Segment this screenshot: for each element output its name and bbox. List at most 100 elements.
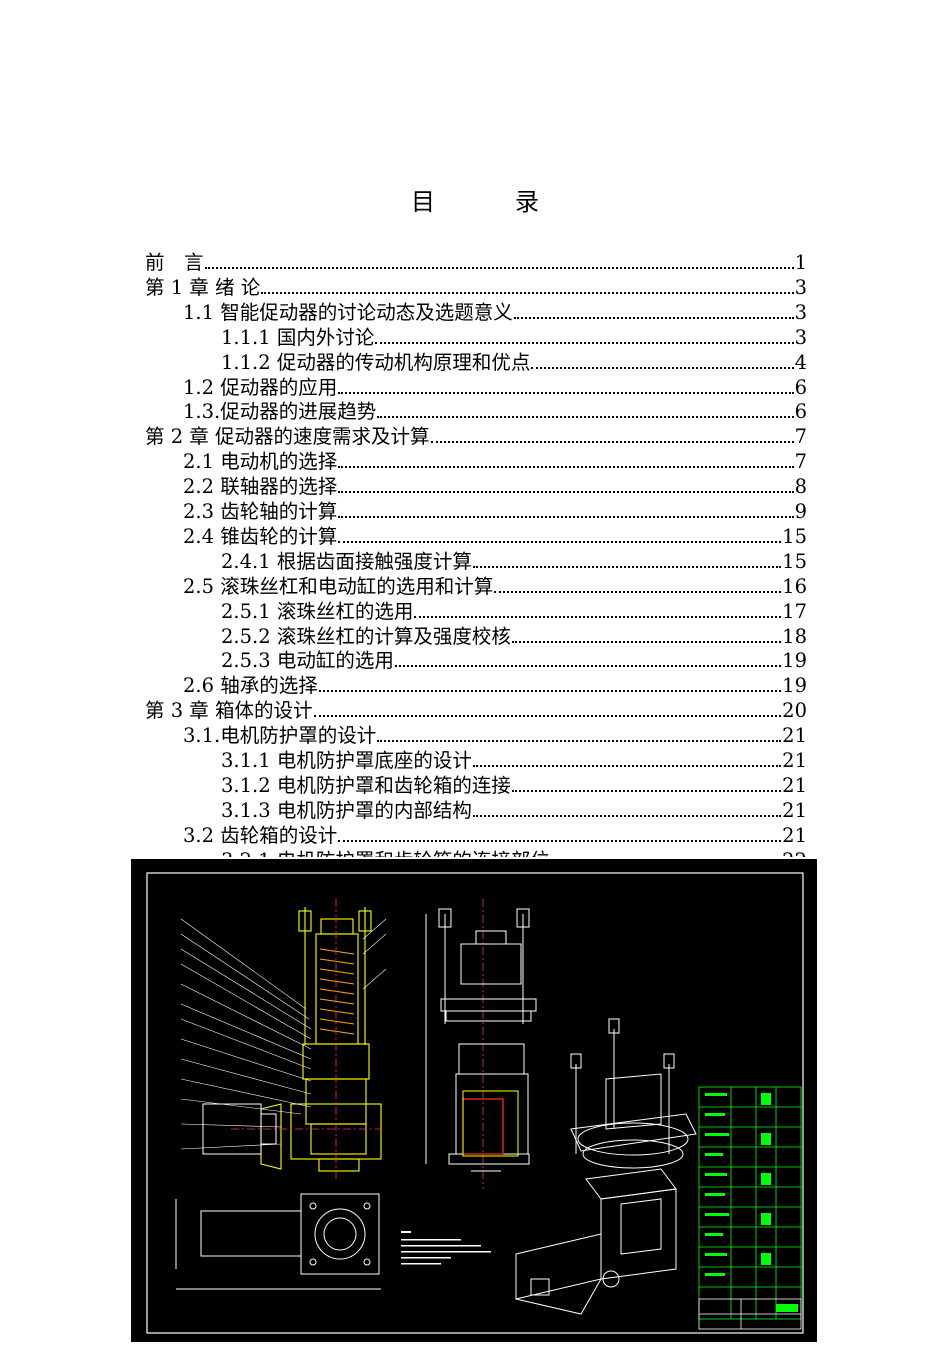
toc-entry-label: 2.1 电动机的选择 [183, 450, 338, 474]
toc-entry-label: 2.5.1 滚珠丝杠的选用 [221, 599, 414, 623]
toc-entry-label: 2.4.1 根据齿面接触强度计算 [221, 549, 472, 573]
parts-list-text [705, 1093, 798, 1312]
toc-entry[interactable]: 第 3 章 箱体的设计 20 [145, 698, 807, 723]
toc-entry-page: 17 [782, 599, 807, 623]
toc-leader-dots [338, 474, 794, 494]
toc-entry-page: 15 [782, 549, 807, 573]
isometric-view [515, 1018, 697, 1315]
motor-side [202, 1103, 277, 1155]
toc-entry-label: 3.1.3 电机防护罩的内部结构 [221, 798, 472, 822]
toc-leader-dots [338, 449, 794, 469]
toc-title: 目 录 [411, 188, 567, 216]
toc-entry-label: 2.4 锥齿轮的计算 [183, 524, 338, 548]
toc-entry[interactable]: 2.4 锥齿轮的计算 15 [183, 524, 807, 549]
toc-entry-label: 前 言 [145, 251, 204, 274]
toc-entry[interactable]: 2.4.1 根据齿面接触强度计算 15 [221, 549, 807, 574]
toc-entry-label: 第 2 章 促动器的速度需求及计算 [145, 425, 430, 449]
toc-leader-dots [338, 823, 782, 842]
toc-entry-label: 2.2 联轴器的选择 [183, 475, 338, 499]
toc-entry[interactable]: 2.5 滚珠丝杠和电动缸的选用和计算 16 [183, 574, 807, 599]
toc-leader-dots [338, 499, 794, 518]
toc-entry-label: 2.6 轴承的选择 [183, 674, 318, 698]
toc-entry[interactable]: 2.6 轴承的选择 19 [183, 673, 807, 698]
toc-entry-label: 1.2 促动器的应用 [183, 375, 338, 399]
toc-entry[interactable]: 3.1.1 电机防护罩底座的设计 21 [221, 748, 807, 773]
toc-entry[interactable]: 3.1.2 电机防护罩和齿轮箱的连接 21 [221, 773, 807, 798]
cad-drawing [129, 857, 819, 1344]
toc-entry[interactable]: 2.5.1 滚珠丝杠的选用 17 [221, 599, 807, 624]
toc-entry-label: 2.5.2 滚珠丝杠的计算及强度校核 [221, 624, 511, 648]
toc-entry-page: 8 [794, 475, 807, 499]
toc-entry[interactable]: 1.2 促动器的应用 6 [183, 375, 807, 400]
toc-leader-dots [261, 275, 794, 294]
toc-entry-page: 3 [794, 275, 807, 299]
toc-entry[interactable]: 第 1 章 绪 论 3 [145, 275, 807, 300]
toc-leader-dots [414, 599, 782, 618]
toc-entry-page: 19 [782, 674, 807, 698]
toc-entry-page: 7 [794, 450, 807, 474]
toc-entry-page: 7 [794, 425, 807, 449]
toc-entry-label: 第 1 章 绪 论 [145, 275, 261, 299]
toc-leader-dots [511, 773, 782, 792]
toc-entry-label: 3.2 齿轮箱的设计 [183, 823, 338, 847]
toc-entry-page: 1 [794, 251, 807, 274]
toc-leader-dots [494, 574, 782, 593]
toc-entry-page: 6 [794, 375, 807, 399]
toc-entry-page: 21 [782, 773, 807, 797]
toc-entry-label: 第 3 章 箱体的设计 [145, 699, 313, 723]
toc-entry-label: 3.2.1 电机防护罩和齿轮箱的连接部位 [221, 848, 550, 859]
toc-entry-label: 3.1.1 电机防护罩底座的设计 [221, 749, 472, 772]
toc-entry-page: 16 [782, 574, 807, 598]
toc-entry-page: 19 [782, 649, 807, 673]
toc-leader-dots [377, 399, 794, 419]
toc-entry[interactable]: 3.2 齿轮箱的设计 21 [183, 823, 807, 848]
toc-leader-dots [472, 748, 782, 767]
toc-entry-page: 21 [782, 823, 807, 847]
toc-leader-dots [204, 250, 794, 269]
toc-entry-page: 20 [782, 699, 807, 723]
toc-leader-dots [472, 798, 782, 817]
toc-entry[interactable]: 1.1.1 国内外讨论 3 [221, 325, 807, 350]
toc-entry-label: 3.1.电机防护罩的设计 [183, 724, 377, 748]
toc-entry-page: 22 [782, 848, 807, 859]
toc-entry-label: 2.5 滚珠丝杠和电动缸的选用和计算 [183, 574, 494, 598]
toc-entry-label: 3.1.2 电机防护罩和齿轮箱的连接 [221, 773, 511, 797]
toc-entry-page: 3 [794, 325, 807, 349]
toc-entry[interactable]: 2.1 电动机的选择 7 [183, 449, 807, 474]
cad-drawing-canvas [146, 872, 804, 1334]
toc-entry-label: 1.1 智能促动器的讨论动态及选题意义 [183, 300, 513, 324]
toc-entry-page: 9 [794, 500, 807, 523]
toc-leader-dots [511, 624, 782, 643]
toc-leader-dots [338, 524, 782, 543]
toc-leader-dots [318, 673, 782, 693]
toc-entry-label: 2.5.3 电动缸的选用 [221, 649, 394, 673]
toc-entry[interactable]: 3.2.1 电机防护罩和齿轮箱的连接部位 22 [221, 848, 807, 859]
toc-entry-page: 21 [782, 724, 807, 748]
toc-entry-page: 6 [794, 400, 807, 424]
toc-entry[interactable]: 2.2 联轴器的选择 8 [183, 474, 807, 499]
toc-entry-label: 1.1.1 国内外讨论 [221, 325, 375, 349]
toc-leader-dots [375, 325, 794, 344]
toc-entry[interactable]: 前 言 1 [145, 250, 807, 275]
toc-entry-page: 3 [794, 300, 807, 324]
section-view [260, 907, 382, 1172]
front-view-highlight [462, 1090, 519, 1157]
toc-leader-dots [430, 424, 794, 444]
toc-entry-page: 15 [782, 524, 807, 548]
toc-entry[interactable]: 2.5.3 电动缸的选用 19 [221, 648, 807, 673]
toc-entry-page: 21 [782, 749, 807, 772]
toc-leader-dots [513, 300, 794, 319]
toc-entry[interactable]: 3.1.电机防护罩的设计 21 [183, 723, 807, 748]
parts-list-table [698, 1086, 802, 1320]
top-view [175, 1193, 381, 1290]
spring-hatch [319, 948, 355, 1035]
toc-leader-dots [338, 375, 794, 394]
toc-entry[interactable]: 第 2 章 促动器的速度需求及计算 7 [145, 424, 807, 449]
toc-leader-dots [377, 723, 782, 743]
toc-entry[interactable]: 1.1 智能促动器的讨论动态及选题意义 3 [183, 300, 807, 325]
